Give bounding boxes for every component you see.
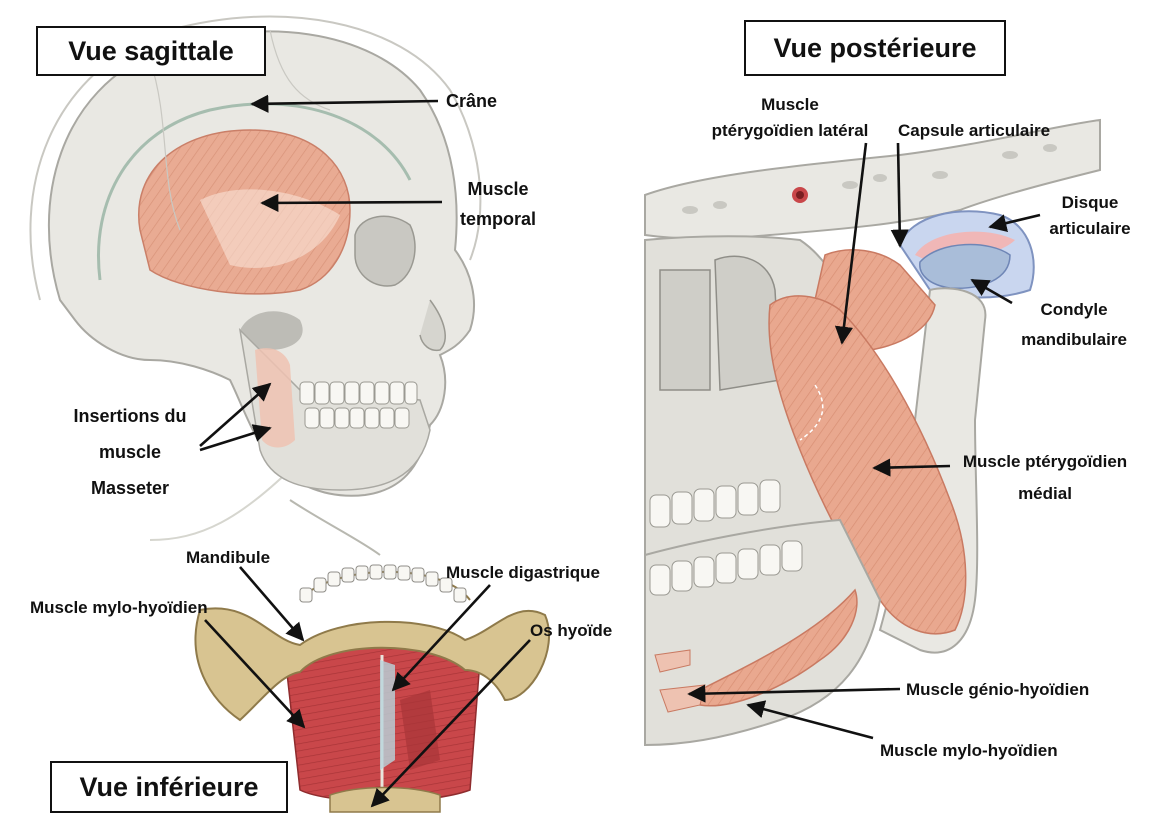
label-capsule: Capsule articulaire [898, 120, 1050, 142]
label-temporal-line2: temporal [448, 208, 548, 230]
view-title-inferior: Vue inférieure [50, 761, 288, 813]
label-disque: Disque articulaire [1040, 190, 1140, 242]
label-mylo-posterior: Muscle mylo-hyoïdien [880, 740, 1058, 762]
label-insertions-line1: Insertions du [56, 398, 204, 434]
label-genio-hyoidien: Muscle génio-hyoïdien [906, 679, 1089, 701]
label-insertions-line3: Masseter [56, 470, 204, 506]
label-temporal-line1: Muscle [448, 178, 548, 200]
label-mandibule: Mandibule [186, 547, 270, 569]
label-digastrique: Muscle digastrique [446, 562, 600, 584]
label-pterygoid-lateral: Muscle ptérygoïdien latéral [690, 94, 890, 142]
label-insertions-line2: muscle [56, 434, 204, 470]
label-insertions-masseter: Insertions du muscle Masseter [56, 398, 204, 506]
label-hyoide: Os hyoïde [530, 620, 612, 642]
label-disque-line1: Disque [1040, 190, 1140, 216]
label-pterygoid-medial-line1: Muscle ptérygoïdien [950, 446, 1140, 478]
view-title-sagittal: Vue sagittale [36, 26, 266, 76]
label-disque-line2: articulaire [1040, 216, 1140, 242]
label-condyle-line2: mandibulaire [1004, 325, 1144, 355]
label-pterygoid-medial-line2: médial [950, 478, 1140, 510]
arrow-temporal [262, 202, 442, 203]
label-pterygoid-lateral-line2: ptérygoïdien latéral [690, 120, 890, 142]
view-title-posterior: Vue postérieure [744, 20, 1006, 76]
tmj-posterior [645, 120, 1100, 745]
label-condyle-line1: Condyle [1004, 295, 1144, 325]
label-temporal: Muscle temporal [448, 178, 548, 230]
label-condyle: Condyle mandibulaire [1004, 295, 1144, 355]
label-mylo-inferior: Muscle mylo-hyoïdien [30, 597, 208, 619]
label-pterygoid-lateral-line1: Muscle [690, 94, 890, 116]
label-pterygoid-medial: Muscle ptérygoïdien médial [950, 446, 1140, 510]
label-crane: Crâne [446, 90, 497, 112]
